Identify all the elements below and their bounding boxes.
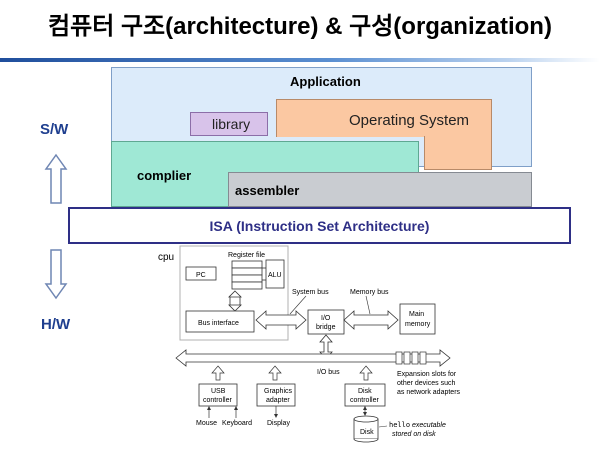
alu-label: ALU [268,272,282,279]
cpu-box [179,245,289,341]
disk-controller-label-line1: Disk [358,388,372,395]
hardware-label: H/W [41,316,71,333]
register-file-label: Register file [228,252,265,259]
expansion-label-line3: as network adapters [397,389,461,396]
cpu-label: cpu [158,252,174,263]
hardware-organization-diagram: cpu Register file PC ALU Bus interface S… [158,245,461,443]
alu-box [265,259,285,289]
display-label: Display [267,420,290,427]
graphics-adapter-label-line1: Graphics [264,388,293,395]
expansion-label-line2: other devices such [397,380,455,387]
main-memory-box [399,303,436,335]
io-bus [175,349,451,367]
keyboard-label: Keyboard [222,420,252,427]
software-label: S/W [40,121,69,138]
usb-controller-label-line1: USB [211,388,226,395]
hello-executable-label: hello executable [389,421,446,429]
system-bus-label: System bus [292,289,329,296]
hello-rest: executable [410,422,446,429]
assembler-layer [228,172,532,207]
up-arrow-icon [44,153,68,204]
main-memory-label-line2: memory [405,321,431,328]
usb-controller-box [198,383,238,407]
memory-bus-label: Memory bus [350,289,389,296]
system-bus-arrow [255,310,307,330]
pc-label: PC [196,272,206,279]
operating-system-layer [276,99,492,137]
expansion-slots [395,351,427,365]
graphics-adapter-label-line2: adapter [266,397,290,404]
bus-interface-box [185,310,255,333]
usb-controller-label-line2: controller [203,397,232,404]
io-bridge-label-line1: I/O [321,315,331,322]
isa-label: ISA (Instruction Set Architecture) [209,218,430,234]
io-bus-label: I/O bus [317,369,340,376]
hello-word: hello [389,421,410,429]
compiler-label: complier [137,168,192,183]
title-divider [0,58,600,62]
register-bus-link [228,290,242,312]
operating-system-label: Operating System [349,112,470,129]
register-file [231,260,263,290]
main-memory-label-line1: Main [409,311,424,318]
library-layer [190,112,268,136]
memory-bus-arrow [343,310,399,330]
pc-box [185,266,217,281]
disk-icon [353,415,379,443]
disk-controller-label-line2: controller [350,397,379,404]
io-bridge-box [307,309,345,335]
application-label: Application [290,74,361,89]
down-arrow-icon [44,249,68,300]
operating-system-layer-lower [424,136,492,170]
isa-layer [68,207,571,244]
controller-links [211,365,373,381]
page-title: 컴퓨터 구조(architecture) & 구성(organization) [48,13,552,40]
io-bridge-label-line2: bridge [316,324,336,331]
stored-on-disk-label: stored on disk [392,431,436,438]
expansion-label-line1: Expansion slots for [397,371,457,378]
library-label: library [212,116,251,132]
mouse-label: Mouse [196,420,217,427]
disk-label: Disk [360,429,374,436]
bus-interface-label: Bus interface [198,320,239,327]
assembler-label: assembler [235,183,300,198]
